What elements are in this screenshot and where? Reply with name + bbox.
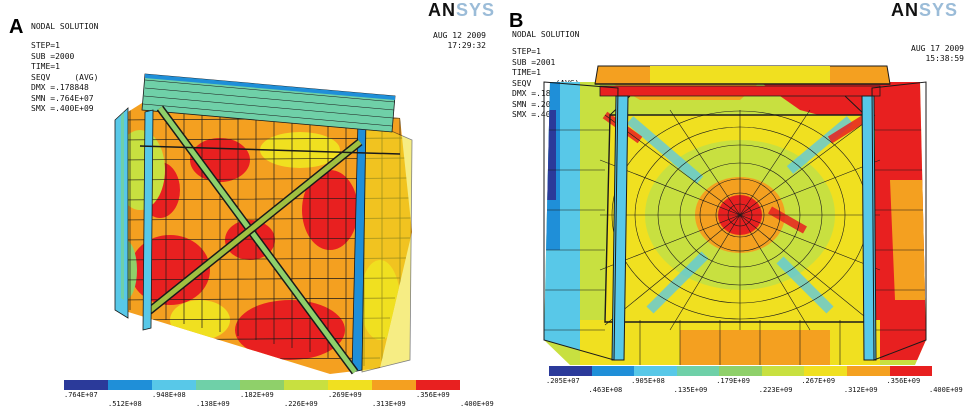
panel-a-colorbar-label: .948E+08	[152, 391, 186, 399]
panel-a-colorbar-label: .226E+09	[284, 400, 318, 408]
panel-a-colorbar-label: .400E+09	[460, 400, 494, 408]
panel-a-colorbar-label: .764E+07	[64, 391, 98, 399]
panel-a-info-line: SEQV (AVG)	[31, 72, 99, 82]
logo-text-light: SYS	[456, 0, 496, 20]
panel-b-colorbar-label: .312E+09	[843, 386, 878, 394]
panel-b-date: AUG 17 2009	[911, 44, 964, 53]
ansys-logo-a: ANSYS	[428, 0, 495, 21]
panel-a-colorbar-swatch	[64, 380, 108, 390]
ansys-logo-b: ANSYS	[891, 0, 958, 21]
panel-a-colorbar-swatch	[372, 380, 416, 390]
panel-a-colorbar-swatch	[240, 380, 284, 390]
panel-a-colorbar-swatch	[152, 380, 196, 390]
panel-a-info-line: TIME=1	[31, 62, 60, 71]
logo-text-light: SYS	[919, 0, 959, 20]
panel-b-colorbar-label: .223E+09	[758, 386, 793, 394]
panel-b-colorbar-swatch	[719, 366, 762, 376]
panel-b-label: B	[509, 10, 524, 32]
panel-a-colorbar-label: .313E+09	[372, 400, 406, 408]
panel-a-colorbar-label: .138E+09	[196, 400, 230, 408]
panel-b-colorbar-swatch	[761, 366, 805, 376]
panel-a-colorbar-swatch	[416, 380, 460, 390]
panel-b-colorbar-swatch	[591, 366, 635, 376]
panel-b-info-line: STEP=1	[512, 47, 541, 56]
panel-b-title: NODAL SOLUTION	[512, 30, 580, 39]
panel-b-colorbar-label: .205E+07	[546, 377, 580, 385]
panel-a-colorbar-swatch	[108, 380, 152, 390]
panel-a-colorbar-swatch	[196, 380, 240, 390]
panel-b-colorbar-labels: .205E+07 .905E+08 .179E+09 .267E+09 .356E+09…	[546, 377, 971, 397]
panel-b-colorbar-label: .905E+08	[631, 377, 665, 385]
panel-a-colorbar-label: .269E+09	[328, 391, 362, 399]
logo-text-dark: AN	[891, 0, 919, 20]
panel-a-info-line: SMN =.764E+07	[31, 93, 94, 103]
panel-a-label: A	[9, 16, 24, 38]
panel-a-colorbar-label: .356E+09	[416, 391, 450, 399]
panel-a-colorbar-swatch	[328, 380, 372, 390]
panel-b-colorbar-label: .400E+09	[929, 386, 963, 394]
logo-text-dark: AN	[428, 0, 456, 20]
panel-a-info-line: SUB =2000	[31, 51, 75, 61]
panel-a-time: 17:29:32	[447, 41, 486, 50]
panel-b-colorbar-swatch	[889, 366, 933, 376]
panel-b-info-line: SMN =.205E+	[512, 99, 565, 109]
panel-b-info-line: TIME=1	[512, 68, 541, 77]
panel-a-mesh-model	[114, 73, 413, 375]
panel-b-info-line: DMX =.18672	[512, 89, 565, 98]
panel-a-colorbar-label: .182E+09	[240, 391, 274, 399]
panel-b-colorbar-label: .179E+09	[716, 377, 750, 385]
panel-b-colorbar-swatch	[634, 366, 677, 376]
panel-a-timestamp: AUG 12 2009 17:29:32	[410, 31, 486, 51]
panel-b-mesh-model	[543, 65, 927, 365]
panel-b-colorbar-swatch	[846, 366, 890, 376]
panel-b-colorbar-label: .267E+09	[801, 377, 836, 385]
panel-b-colorbar-swatch	[804, 366, 847, 376]
panel-b-colorbar-label: .135E+09	[673, 386, 708, 394]
panel-b-timestamp: AUG 17 2009 15:38:59	[884, 44, 964, 64]
panel-a-info-line: DMX =.178848	[31, 83, 89, 92]
panel-a-date: AUG 12 2009	[433, 31, 486, 40]
panel-b-time: 15:38:59	[925, 54, 964, 63]
panel-b-colorbar-swatch	[549, 366, 592, 376]
panel-a-colorbar-labels: .764E+07 .948E+08 .182E+09 .269E+09 .356E+09…	[64, 391, 504, 411]
panel-b-colorbar-label: .463E+08	[588, 386, 623, 394]
panel-a-info-line: SMX =.400E+09	[31, 104, 94, 113]
panel-b-colorbar-swatch	[676, 366, 720, 376]
panel-a-colorbar-label: .512E+08	[108, 400, 142, 408]
panel-b-info-line: SUB =2001	[512, 57, 556, 67]
panel-b-colorbar	[549, 366, 933, 376]
panel-b-colorbar-label: .356E+09	[886, 377, 921, 385]
panel-a-colorbar	[64, 380, 460, 390]
panel-a-title: NODAL SOLUTION	[31, 22, 99, 31]
panel-a-colorbar-swatch	[284, 380, 328, 390]
panel-a-info-line: STEP=1	[31, 41, 60, 50]
